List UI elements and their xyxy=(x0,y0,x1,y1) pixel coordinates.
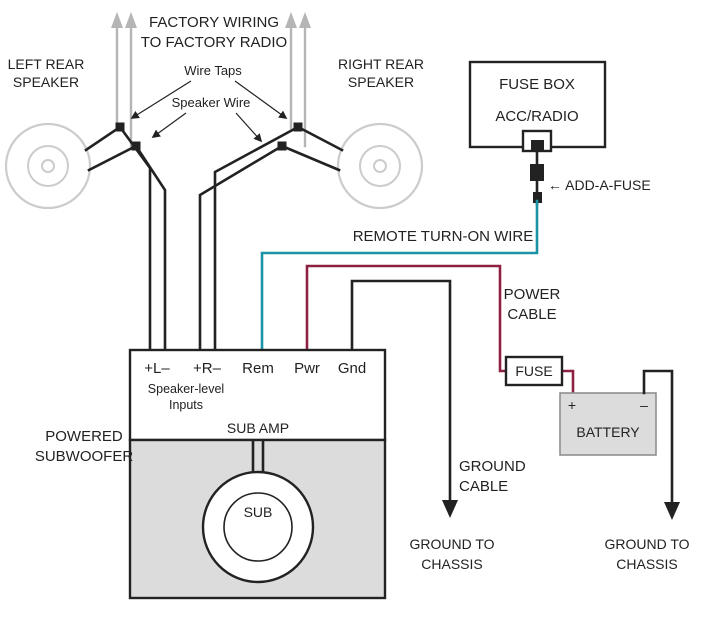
sub-amp-label: SUB AMP xyxy=(227,420,289,436)
factory-wiring-arrows xyxy=(111,12,311,148)
battery-label: BATTERY xyxy=(576,424,640,440)
powered-subwoofer-label-line2: SUBWOOFER xyxy=(35,448,134,465)
speaker-level-input-wire xyxy=(134,144,167,352)
terminal-left-label: +L– xyxy=(144,360,170,377)
battery-minus-label: – xyxy=(640,397,648,413)
powered-subwoofer-label-line1: POWERED xyxy=(45,428,123,445)
left-rear-speaker-label-line2: SPEAKER xyxy=(13,74,79,90)
battery-ground-wire xyxy=(642,369,674,506)
speaker-outer-ring xyxy=(336,122,424,210)
power-cable-wire-fuse-to-battery xyxy=(559,369,575,396)
ground-to-chassis-left-line2: CHASSIS xyxy=(421,556,482,572)
left-rear-speaker-label-line1: LEFT REAR xyxy=(8,56,85,72)
speaker-mid-ring xyxy=(359,145,401,187)
power-cable-label-line1: POWER xyxy=(504,286,561,303)
speaker-center-ring xyxy=(41,159,55,173)
add-a-fuse-label: ← ADD-A-FUSE xyxy=(548,177,651,193)
right-rear-speaker-label-line1: RIGHT REAR xyxy=(338,56,424,72)
speaker-wire-left-bottom xyxy=(87,144,138,172)
remote-turn-on-label: REMOTE TURN-ON WIRE xyxy=(353,228,534,245)
factory-wiring-label-line2: TO FACTORY RADIO xyxy=(141,34,287,51)
factory-wiring-label-line1: FACTORY WIRING xyxy=(149,14,279,31)
speaker-center-ring xyxy=(373,159,387,173)
ground-to-chassis-left-line1: GROUND TO xyxy=(409,536,494,552)
inline-fuse xyxy=(504,355,564,387)
factory-arrowhead xyxy=(299,12,311,28)
speaker-outer-ring xyxy=(4,122,92,210)
wire-taps-callout-arrow xyxy=(130,80,192,119)
speaker-wire-right-top xyxy=(296,125,344,152)
fuse-plug xyxy=(531,140,544,152)
power-cable-wire xyxy=(305,264,508,373)
inline-fuse-label: FUSE xyxy=(515,363,552,379)
terminal-rem-label: Rem xyxy=(242,360,274,377)
right-rear-speaker-label-line2: SPEAKER xyxy=(348,74,414,90)
terminal-right-label: +R– xyxy=(193,360,222,377)
battery-plus-label: + xyxy=(568,397,576,413)
sub-label: SUB xyxy=(244,504,273,520)
sub-driver-inner xyxy=(223,492,293,562)
power-cable-label-line2: CABLE xyxy=(507,306,556,323)
battery xyxy=(559,392,657,456)
factory-arrowhead xyxy=(111,12,123,28)
battery-ground-arrowhead xyxy=(664,502,680,520)
terminal-pwr-label: Pwr xyxy=(294,360,320,377)
wire-taps-callout-arrow xyxy=(234,80,288,119)
terminal-gnd-label: Gnd xyxy=(338,360,366,377)
factory-arrowhead xyxy=(125,12,137,28)
acc-radio-label: ACC/RADIO xyxy=(495,108,578,125)
right-rear-speaker xyxy=(336,122,424,210)
speaker-wire-label: Speaker Wire xyxy=(172,95,251,110)
wire-taps-label: Wire Taps xyxy=(184,63,242,78)
speaker-wire-callout-arrow xyxy=(235,112,263,143)
speaker-wire-left-top xyxy=(84,125,122,152)
add-a-fuse-tip xyxy=(533,192,542,203)
add-a-fuse-body xyxy=(530,164,544,181)
speaker-wire-right-bottom xyxy=(280,144,341,172)
ground-to-chassis-right-line2: CHASSIS xyxy=(616,556,677,572)
ground-to-chassis-right-line1: GROUND TO xyxy=(604,536,689,552)
sub-amp-box xyxy=(128,348,387,442)
remote-turn-on-wire xyxy=(260,199,539,352)
speaker-level-inputs-line1: Speaker-level xyxy=(148,382,224,396)
sub-driver-outer xyxy=(201,470,315,584)
factory-arrowhead xyxy=(285,12,297,28)
ground-cable-label-line2: CABLE xyxy=(459,478,508,495)
speaker-mid-ring xyxy=(27,145,69,187)
speaker-level-input-wire xyxy=(198,144,284,352)
speaker-level-input-wire xyxy=(213,125,300,352)
fuse-box-title: FUSE BOX xyxy=(499,76,575,93)
speaker-wire-callout-arrow xyxy=(151,112,187,138)
ground-cable-label-line1: GROUND xyxy=(459,458,526,475)
amp-ground-wire xyxy=(350,279,452,504)
left-rear-speaker xyxy=(4,122,92,210)
speaker-level-inputs-line2: Inputs xyxy=(169,398,203,412)
amp-ground-arrowhead xyxy=(442,500,458,518)
